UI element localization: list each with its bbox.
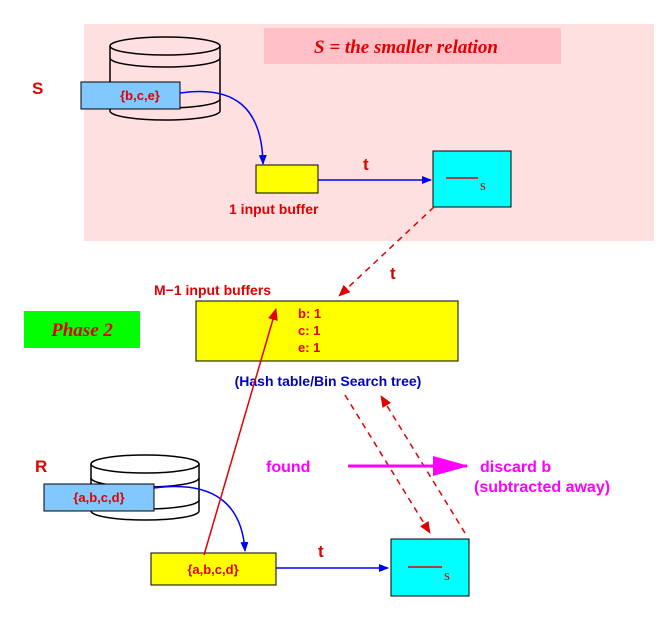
r-input-buffer [150,552,277,586]
single-input-buffer [255,164,319,194]
r-read-arrow [153,485,249,552]
phase1-t-label: t [363,155,369,174]
phase1-output-box [432,150,512,208]
probe-red-arrow [203,308,278,556]
smaller-relation-banner [264,28,561,64]
m1-buffers-box [195,300,459,362]
probe-down-arrow [344,394,431,534]
transfer-t-label: t [390,264,396,283]
r-block [43,483,155,512]
structure-label: (Hash table/Bin Search tree) [235,373,422,389]
phase2-label: Phase 2 [50,320,113,341]
r-input-buffer-text: {a,b,c,d} [187,562,238,577]
s-block [80,81,181,110]
phase2-output-mark: s [444,568,450,584]
relation-r-label: R [35,457,47,476]
smaller-relation-title: S = the smaller relation [314,37,498,58]
s-block-text: {b,c,e} [120,88,160,103]
hash-entry-b: b: 1 [298,306,321,321]
r-block-text: {a,b,c,d} [73,490,124,505]
phase2-badge [24,311,140,348]
phase1-output-mark: s [480,178,486,194]
hash-entry-c: c: 1 [298,323,320,338]
found-label: found [266,459,310,476]
relation-s-label: S [32,79,43,98]
phase2-t-label: t [318,542,324,561]
s-read-arrow [179,90,267,165]
hash-entry-e: e: 1 [298,340,320,355]
m1-buffers-label: M−1 input buffers [154,282,271,298]
discard-label: discard b [480,459,551,476]
single-input-buffer-label: 1 input buffer [229,201,319,217]
subtracted-label: (subtracted away) [474,479,610,496]
